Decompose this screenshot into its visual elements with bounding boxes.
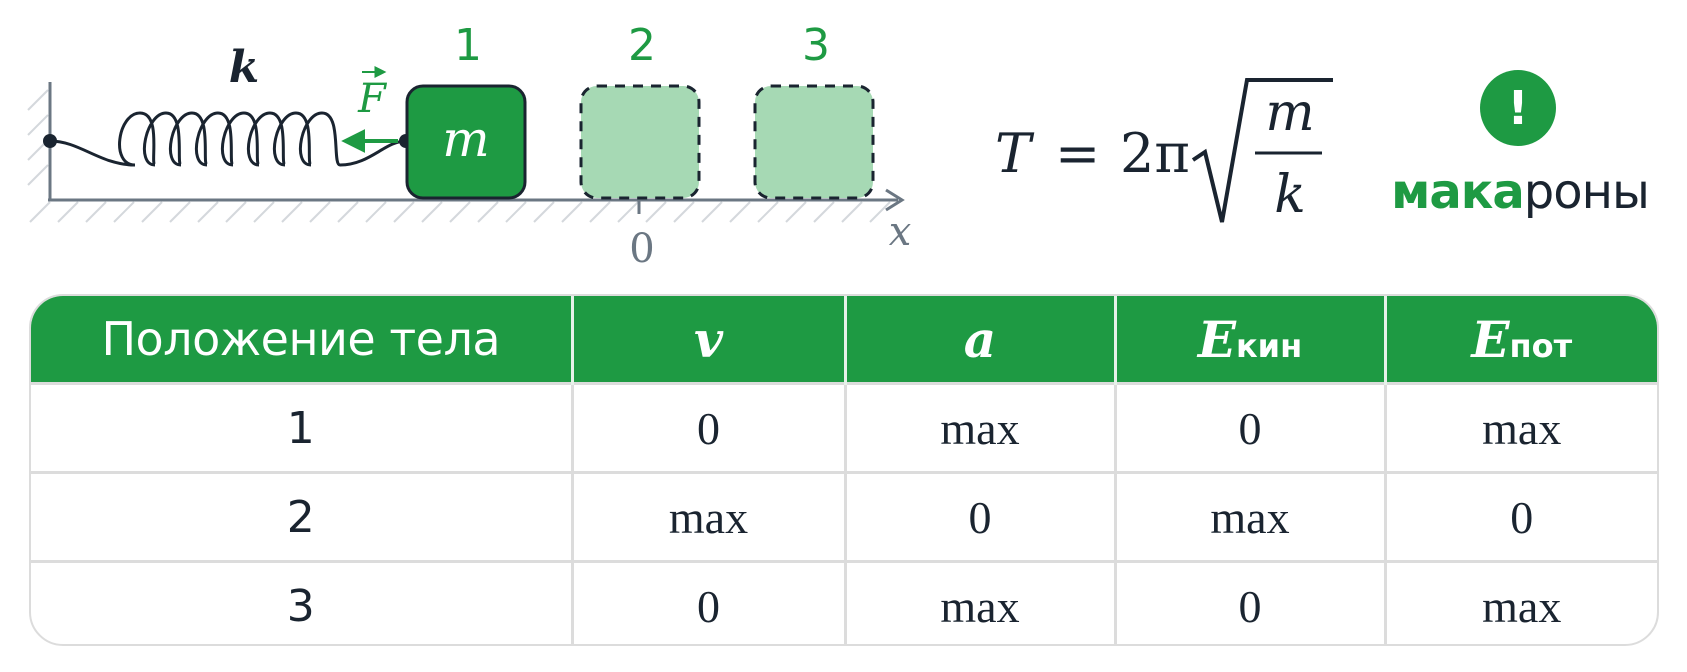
x-axis-arrow [885,188,905,212]
cell-kinetic-energy: max [1113,471,1385,562]
cell-kinetic-energy: 0 [1113,560,1385,644]
header-position-text: Положение тела [101,312,501,366]
cell-acceleration: max [843,560,1115,644]
formula-coefficient: 2π [1120,122,1190,185]
formula-denominator: k [1274,165,1306,225]
logo-wordmark: макароны [1391,164,1649,220]
table-row: 1 0 max 0 max [31,382,1657,473]
header-epot-sub: пот [1509,326,1573,365]
header-velocity: v [570,296,845,384]
logo-exclamation-icon: ! [1508,81,1529,135]
force-label: F [357,76,387,122]
cell-position: 1 [31,382,572,473]
square-root-sign [1191,78,1333,223]
header-ekin-sub: кин [1235,326,1303,365]
header-kinetic-energy: Eкин [1113,296,1385,384]
cell-potential-energy: 0 [1383,471,1657,562]
mass-ghost-position-3 [753,84,875,200]
logo-part-1: ма [1391,164,1461,220]
position-label-2: 2 [628,20,656,71]
formula-lhs: T [995,122,1035,185]
position-label-3: 3 [802,20,830,71]
makarony-logo: ! макароны [1391,70,1650,220]
period-formula: T = 2π m k [995,78,1333,225]
floor-hatching [29,201,891,223]
header-acceleration: a [843,296,1115,384]
cell-velocity: 0 [570,382,845,473]
formula-numerator: m [1265,83,1314,143]
header-epot-main: E [1471,309,1510,369]
header-position: Положение тела [31,296,572,384]
mass-label: m [442,110,489,168]
header-acceleration-text: a [963,309,997,369]
position-label-1: 1 [454,20,482,71]
cell-position: 2 [31,471,572,562]
cell-kinetic-energy: 0 [1113,382,1385,473]
header-velocity-text: v [693,309,724,369]
origin-label: 0 [629,226,654,272]
cell-position: 3 [31,560,572,644]
spring-label: k [229,42,260,93]
formula-equals: = [1055,122,1100,185]
header-ekin-main: E [1197,309,1236,369]
mass-ghost-position-2 [579,84,701,200]
table-header-row: Положение тела v a Eкин Eпот [31,296,1657,384]
logo-exclamation-badge [1480,70,1556,146]
cell-velocity: 0 [570,560,845,644]
header-potential-energy: Eпот [1383,296,1657,384]
cell-acceleration: 0 [843,471,1115,562]
logo-part-3: роны [1524,164,1649,220]
motion-table: Положение тела v a Eкин Eпот 1 0 max 0 m… [29,294,1659,646]
cell-potential-energy: max [1383,560,1657,644]
logo-part-2: ка [1461,164,1524,220]
cell-acceleration: max [843,382,1115,473]
cell-potential-energy: max [1383,382,1657,473]
table-row: 3 0 max 0 max [31,560,1657,644]
cell-velocity: max [570,471,845,562]
axis-label: x [889,209,912,255]
wall [27,89,49,186]
spring [49,111,407,167]
table-row: 2 max 0 max 0 [31,471,1657,562]
mass-block [405,84,527,200]
motion-table-grid: Положение тела v a Eкин Eпот 1 0 max 0 m… [31,296,1657,644]
spring-anchor [43,134,57,148]
